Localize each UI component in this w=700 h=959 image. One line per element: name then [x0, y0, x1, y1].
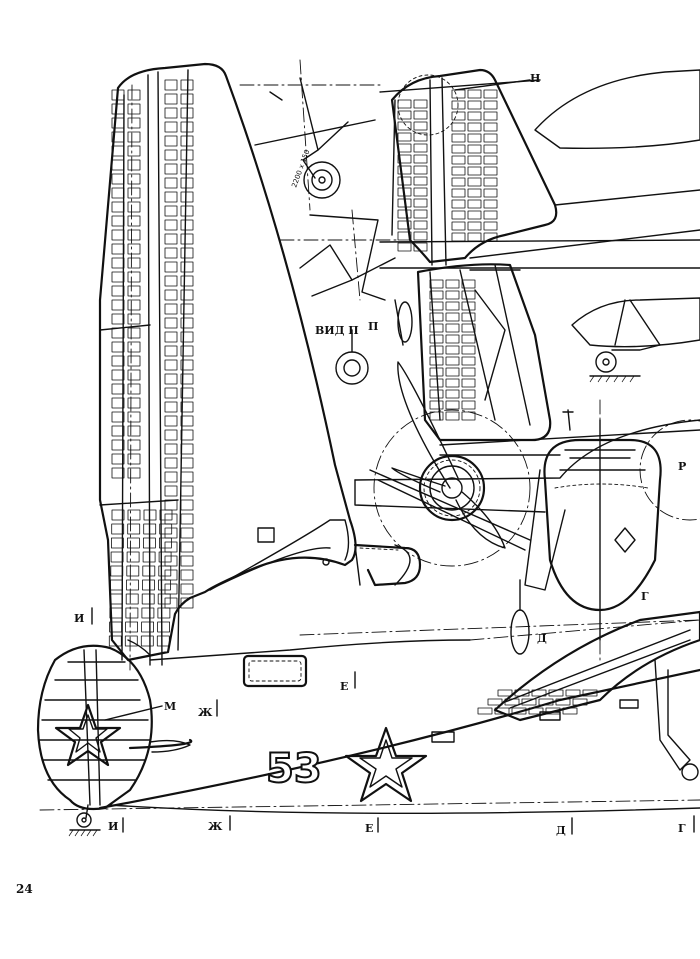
view-p-label: ВИД П — [315, 324, 359, 337]
label-p: П — [368, 320, 378, 333]
label-n: Н — [530, 72, 540, 85]
label-i-bottom: И — [108, 820, 118, 833]
label-i-top: И — [74, 612, 84, 625]
fuselage-side-view: М 53 — [36, 610, 700, 837]
label-e-top: Е — [340, 680, 348, 693]
label-d-upper: Д — [537, 632, 547, 645]
engine-nacelle — [204, 543, 422, 593]
label-d-bottom: Д — [556, 824, 566, 837]
tail-number: 53 — [266, 746, 322, 792]
front-view: Д Г Р — [354, 361, 700, 661]
tailwheel-detail — [571, 297, 700, 383]
label-m: М — [164, 700, 176, 713]
wing-planform — [98, 62, 357, 671]
wing-root-grid — [477, 689, 598, 715]
label-g-bottom: Г — [678, 822, 686, 835]
tailplane-rib-grid — [397, 89, 498, 421]
label-zh-top: Ж — [198, 706, 213, 719]
tailplane-planform: Н — [379, 68, 700, 442]
label-g-upper: Г — [641, 590, 649, 603]
label-r: Р — [678, 460, 686, 473]
gear-detail-drawings: 2200 x 150 ВИД П П — [239, 59, 413, 385]
page-number: 24 — [16, 882, 33, 896]
station-labels: И Ж Е И Ж Е Д Г — [74, 607, 695, 837]
wing-rib-grid — [108, 79, 194, 647]
label-e-bottom: Е — [365, 822, 373, 835]
label-zh-bottom: Ж — [208, 820, 223, 833]
